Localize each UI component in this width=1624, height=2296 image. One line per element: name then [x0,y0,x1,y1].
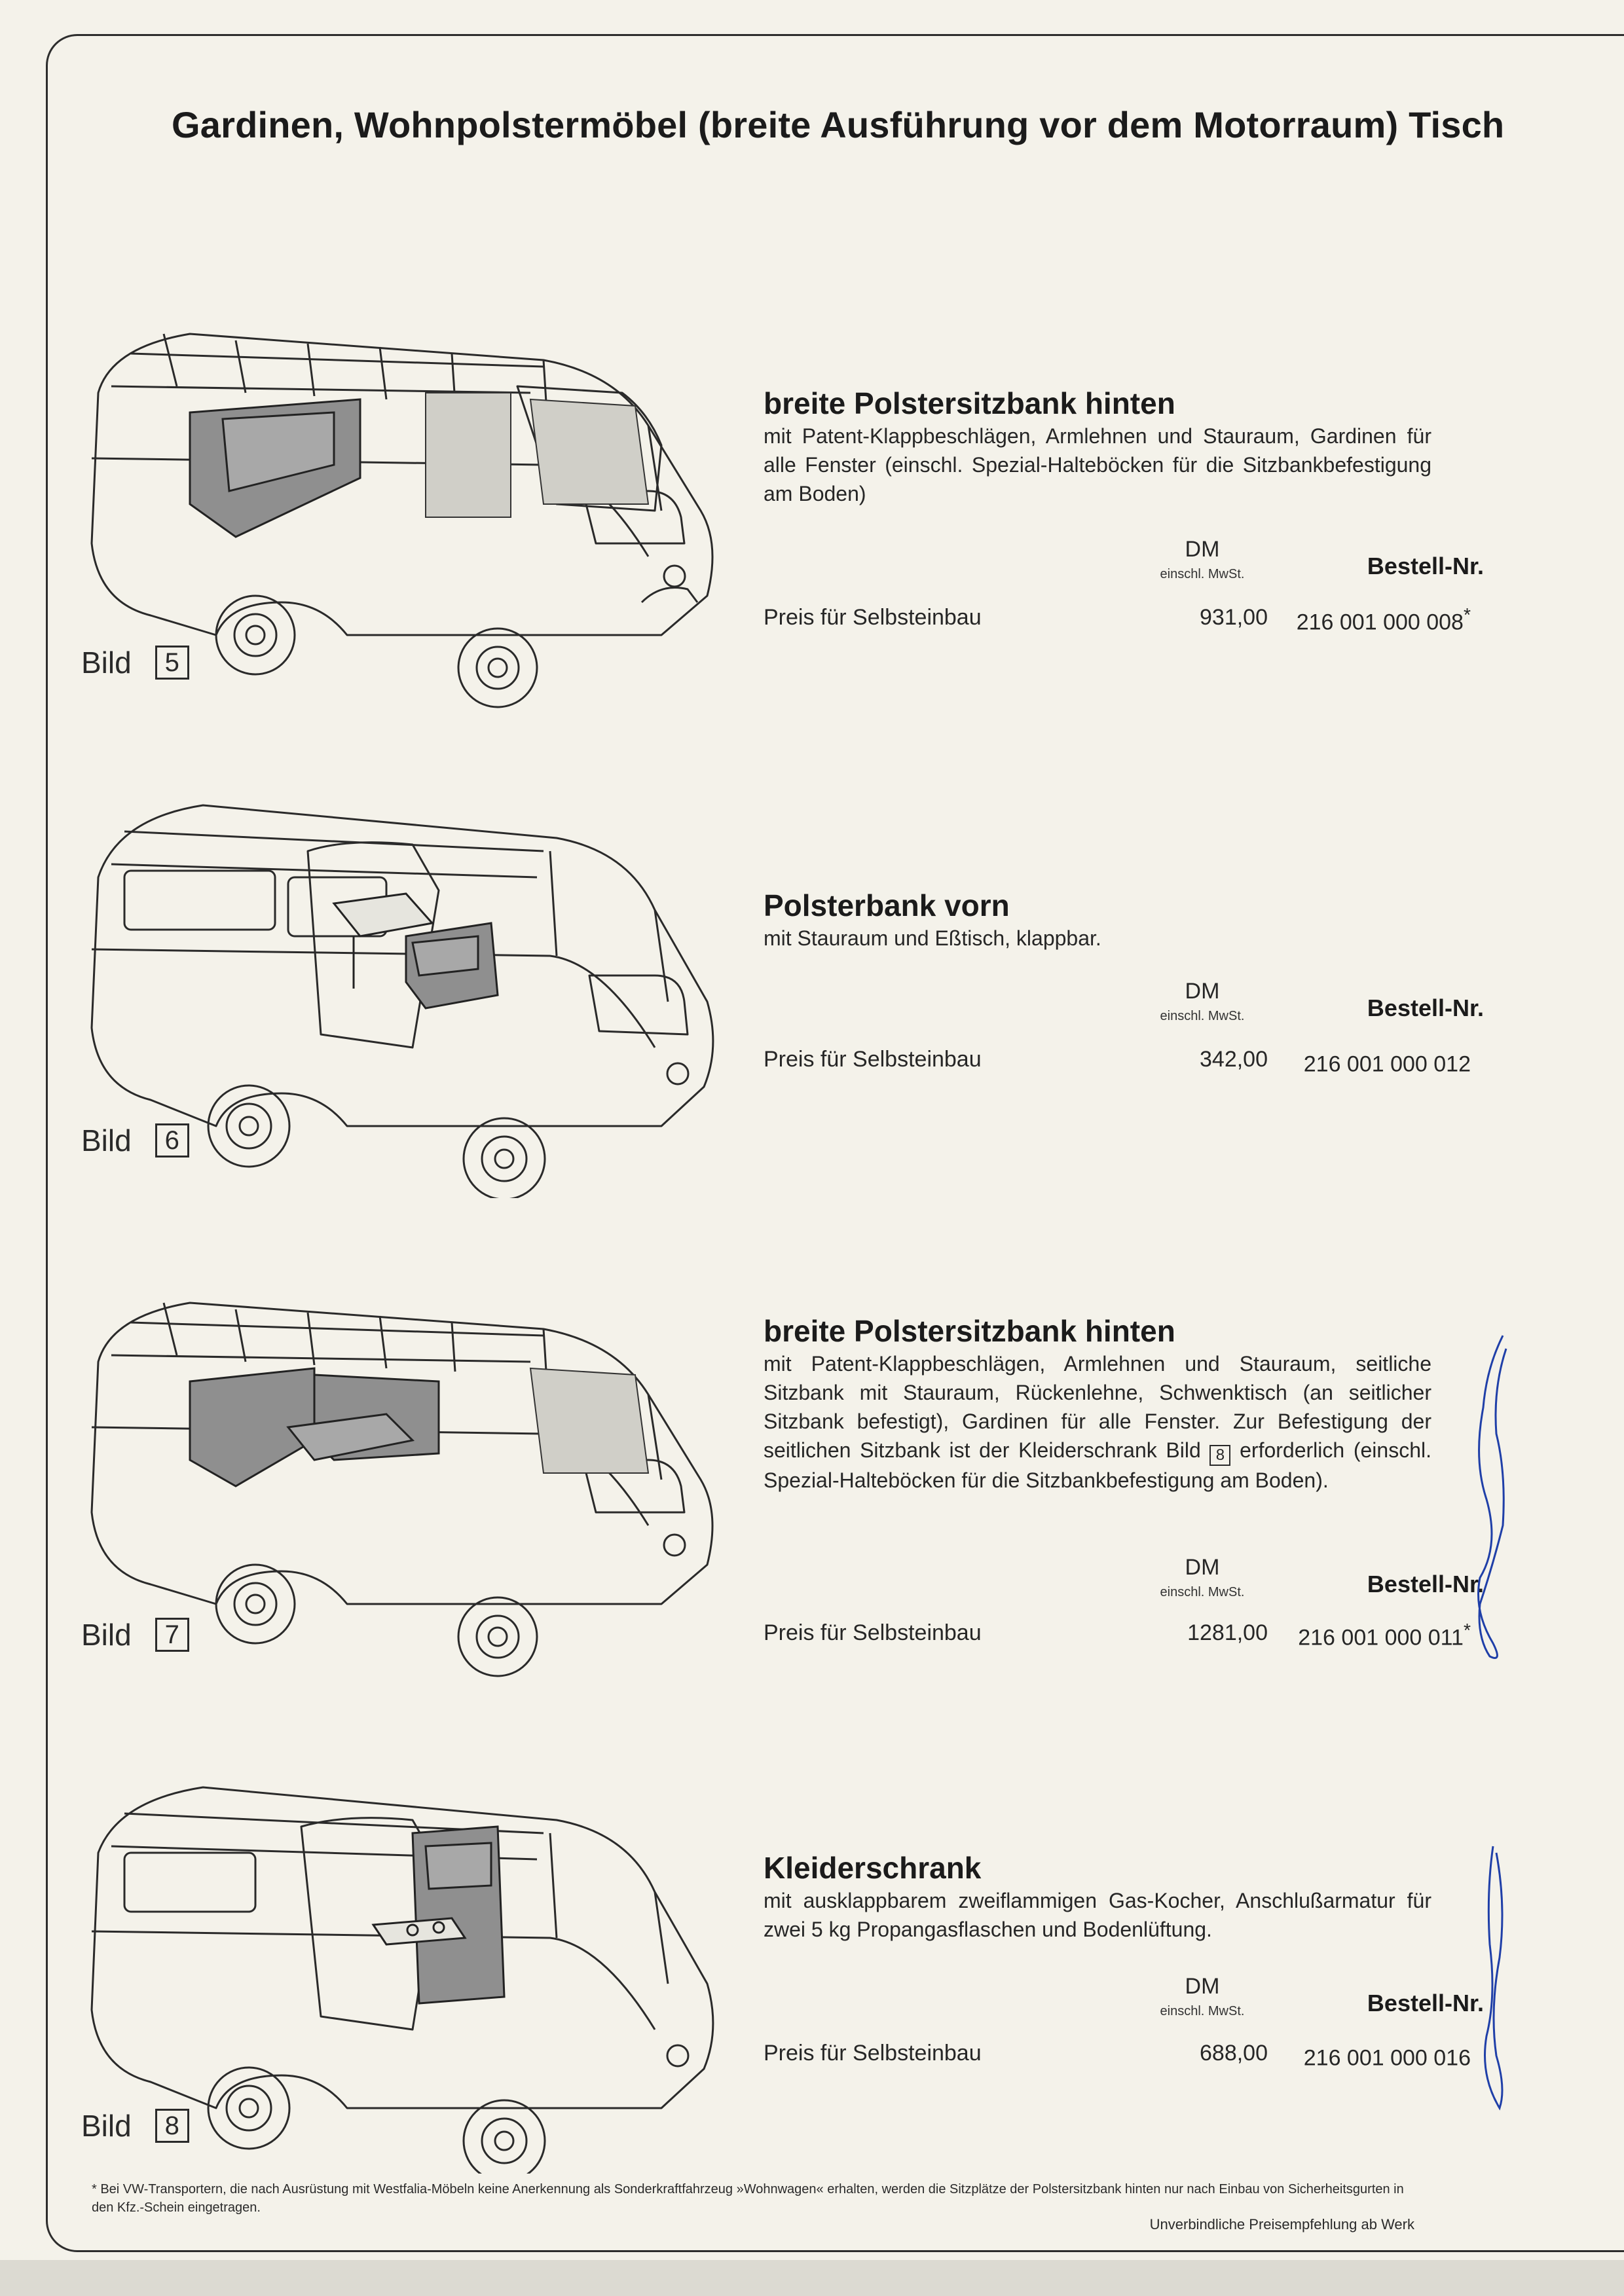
pen-mark [1484,1846,1504,2111]
product-item: breite Polstersitzbank hinten mit Patent… [764,385,1484,647]
description-text: erforderlich (einschl. Spezial-Halteböck… [764,1438,1431,1492]
order-number-value: 216 001 000 011 [1298,1625,1464,1650]
bild-number: 5 [155,646,189,680]
bild-word: Bild [81,2109,132,2143]
price-header: DM einschl. MwSt. Bestell-Nr. [764,1974,1484,2026]
order-number-label: Bestell-Nr. [1367,1990,1484,2016]
order-number-value: 216 001 000 012 [1303,1051,1471,1077]
price-value: 1281,00 [1187,1620,1268,1645]
product-heading: breite Polstersitzbank hinten [764,1314,1175,1348]
vat-note: einschl. MwSt. [1160,1585,1245,1599]
price-label: Preis für Selbsteinbau [764,605,982,630]
product-description: mit ausklappbarem zweiflammigen Gas-Koch… [764,1889,1431,1941]
illustration-bild-8 [90,1786,714,2174]
product-heading: Polsterbank vorn [764,888,1010,922]
bild-number: 7 [155,1618,189,1652]
illustration-bild-7 [90,1302,714,1677]
order-number-value: 216 001 000 008 [1296,610,1464,635]
order-number-label: Bestell-Nr. [1367,994,1484,1021]
price-header: DM einschl. MwSt. Bestell-Nr. [764,537,1484,589]
price-value: 688,00 [1200,2041,1268,2066]
page-frame [46,34,1624,2252]
description-text: mit Patent-Klappbeschlägen, Armlehnen un… [764,1352,1431,1462]
product-description: mit Patent-Klappbeschlägen, Armlehnen un… [764,424,1431,505]
currency-label: DM [1185,979,1220,1004]
price-value: 342,00 [1200,1047,1268,1072]
currency-label: DM [1185,1555,1220,1580]
order-number: 216 001 000 012 [1248,1047,1471,1077]
order-number-value: 216 001 000 016 [1303,2045,1471,2071]
bild-word: Bild [81,1618,132,1652]
footnote: * Bei VW-Transportern, die nach Ausrüstu… [92,2182,1404,2215]
order-number: 216 001 000 008* [1248,605,1471,635]
product-item: breite Polstersitzbank hinten mit Patent… [764,1313,1484,1653]
page-title: Gardinen, Wohnpolstermöbel (breite Ausfü… [172,104,1505,145]
vat-note: einschl. MwSt. [1160,1009,1245,1023]
currency-label: DM [1185,537,1220,562]
product-heading: breite Polstersitzbank hinten [764,386,1175,420]
order-number-label: Bestell-Nr. [1367,1571,1484,1597]
bild-number: 8 [155,2109,189,2143]
footnote-marker: * [1463,1620,1471,1641]
page-edge [0,2260,1624,2296]
bild-word: Bild [81,646,132,680]
price-label: Preis für Selbsteinbau [764,1047,982,1072]
product-description: mit Stauraum und Eßtisch, klappbar. [764,926,1101,950]
product-item: Polsterbank vorn mit Stauraum und Eßtisc… [764,887,1484,1084]
vat-note: einschl. MwSt. [1160,567,1245,581]
vat-note: einschl. MwSt. [1160,2004,1245,2018]
footnote-marker: * [1463,605,1471,626]
price-disclaimer: Unverbindliche Preisempfehlung ab Werk [1149,2216,1414,2232]
price-label: Preis für Selbsteinbau [764,1620,982,1645]
price-label: Preis für Selbsteinbau [764,2041,982,2066]
currency-label: DM [1185,1974,1220,1999]
order-number: 216 001 000 011* [1248,1620,1471,1650]
illustration-bild-5 [90,333,714,708]
bild-label-5: Bild 5 [81,645,189,680]
price-header: DM einschl. MwSt. Bestell-Nr. [764,1555,1484,1607]
price-header: DM einschl. MwSt. Bestell-Nr. [764,979,1484,1031]
illustration-bild-6 [90,804,714,1198]
bild-label-7: Bild 7 [81,1617,189,1652]
bild-label-8: Bild 8 [81,2108,189,2143]
product-description: mit Patent-Klappbeschlägen, Armlehnen un… [764,1349,1431,1495]
order-number: 216 001 000 016 [1248,2041,1471,2071]
bild-label-6: Bild 6 [81,1123,189,1158]
pen-mark [1477,1335,1507,1659]
bild-word: Bild [81,1123,132,1157]
order-number-label: Bestell-Nr. [1367,553,1484,579]
bild-reference: 8 [1209,1445,1231,1466]
bild-number: 6 [155,1123,189,1157]
product-item: Kleiderschrank mit ausklappbarem zweifla… [764,1850,1484,2098]
price-value: 931,00 [1200,605,1268,630]
product-heading: Kleiderschrank [764,1851,982,1885]
